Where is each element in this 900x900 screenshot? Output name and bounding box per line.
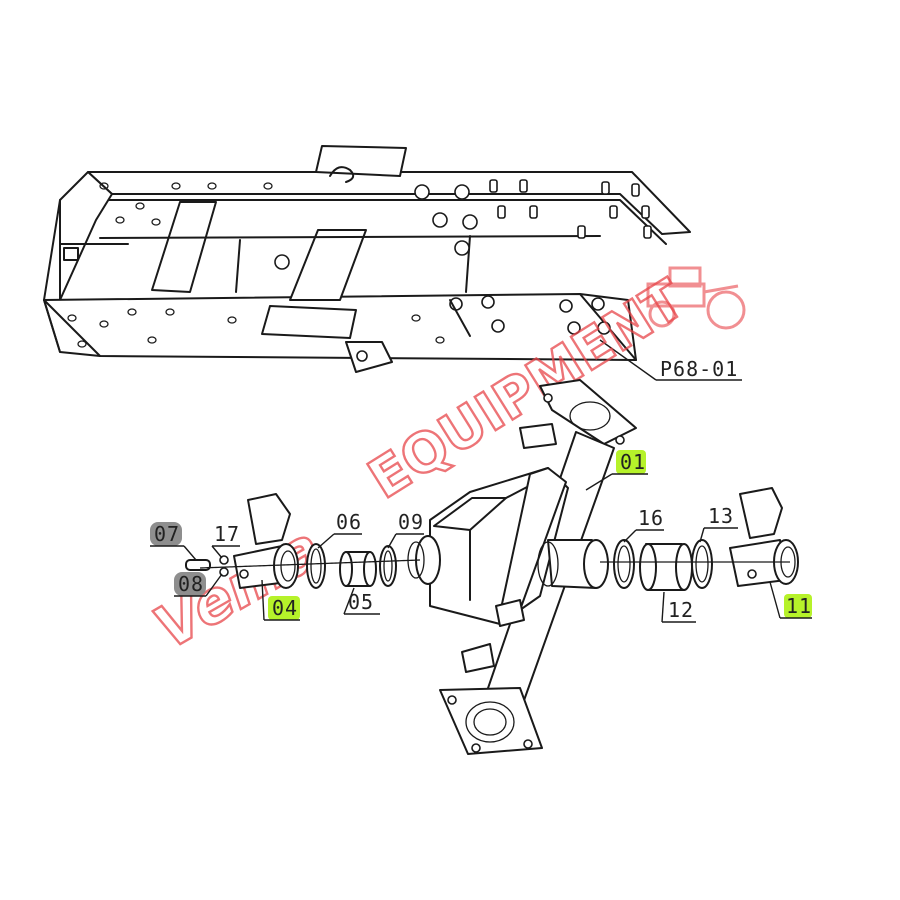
part-ref-text: P68-01	[660, 357, 738, 381]
label-07: 07	[154, 522, 180, 546]
callout-17: 17	[211, 522, 240, 559]
right-spindle-assembly	[600, 487, 799, 591]
callout-09: 09	[387, 510, 424, 549]
callout-05: 05	[343, 587, 380, 615]
label-12: 12	[668, 598, 694, 622]
chassis-frame	[43, 145, 691, 373]
left-spindle-assembly	[185, 493, 421, 589]
label-04: 04	[272, 596, 298, 620]
callout-13: 13	[699, 504, 738, 543]
tractor-icon	[646, 266, 746, 330]
label-08: 08	[178, 572, 204, 596]
callout-07: 07	[150, 522, 197, 561]
label-13: 13	[708, 504, 734, 528]
callout-08: 08	[174, 572, 223, 597]
callout-16: 16	[623, 506, 664, 543]
label-17: 17	[214, 522, 240, 546]
label-01: 01	[620, 450, 646, 474]
label-09: 09	[398, 510, 424, 534]
callout-11: 11	[769, 581, 812, 619]
callout-01: 01	[585, 450, 648, 491]
frame-bolts	[67, 179, 652, 348]
label-16: 16	[638, 506, 664, 530]
callout-12: 12	[661, 591, 696, 623]
callout-04: 04	[261, 579, 300, 621]
axle-housing	[407, 379, 637, 755]
label-11: 11	[786, 594, 812, 618]
label-06: 06	[336, 510, 362, 534]
label-05: 05	[348, 590, 374, 614]
part-ref-label: P68-01	[599, 339, 742, 381]
callout-06: 06	[317, 510, 362, 549]
